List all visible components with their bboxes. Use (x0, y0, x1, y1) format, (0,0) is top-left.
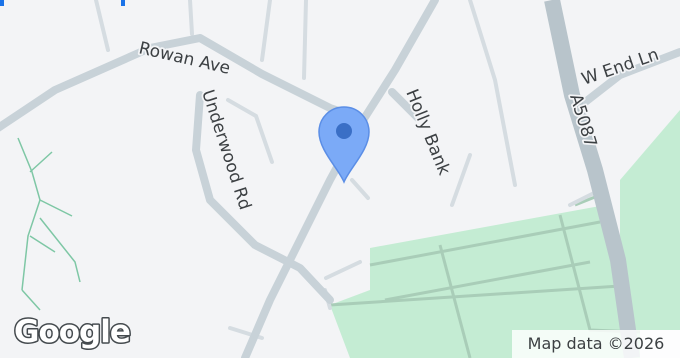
park-area-right (620, 110, 680, 330)
location-pin-icon[interactable] (318, 106, 370, 184)
top-accent (0, 0, 125, 6)
green-footpaths (17, 137, 81, 311)
holly-bank-road (388, 88, 422, 122)
main-diagonal-road (241, 0, 439, 358)
w-end-ln-road (571, 48, 680, 114)
map-attribution[interactable]: Map data ©2026 (512, 330, 680, 358)
a5087-road (544, 0, 640, 358)
underwood-rd-road (192, 91, 334, 304)
google-logo: Google (14, 314, 130, 350)
rowan-ave-road (0, 34, 364, 132)
